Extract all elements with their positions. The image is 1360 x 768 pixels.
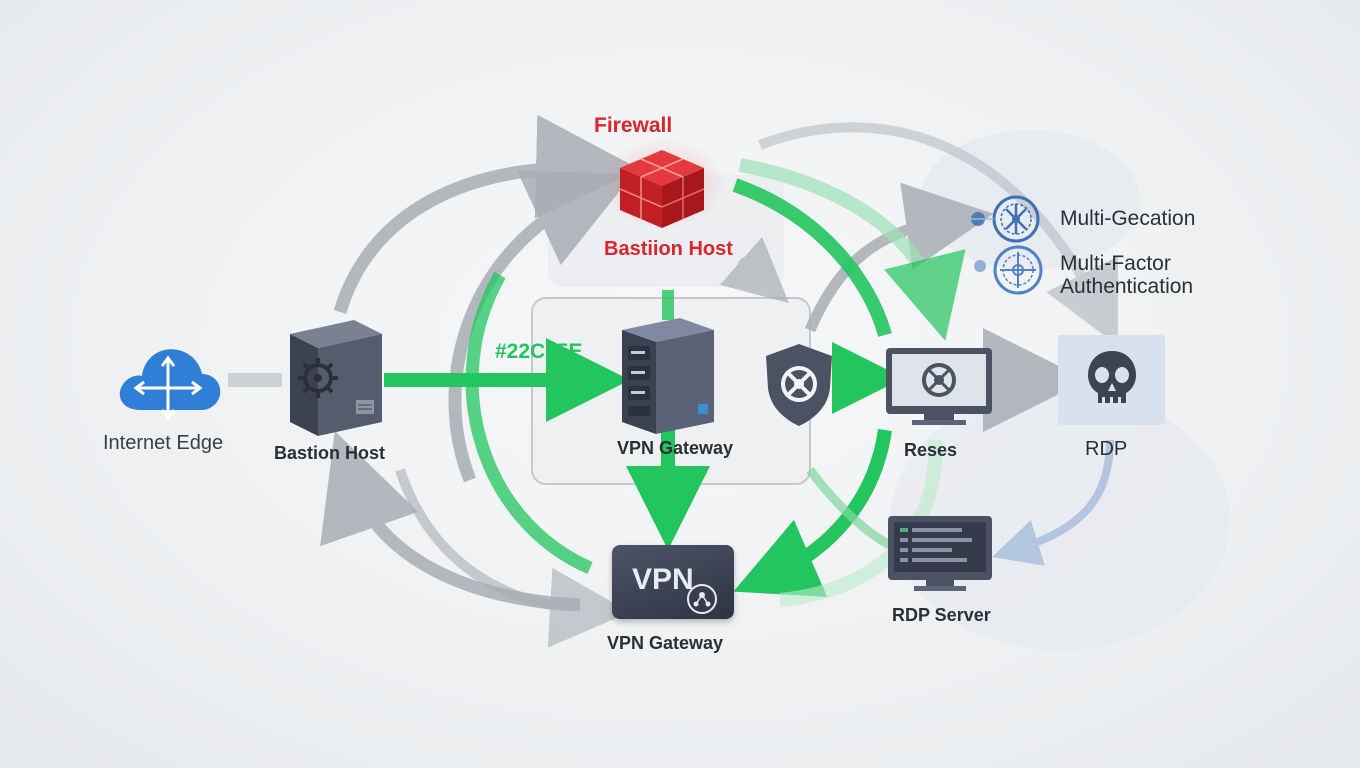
rdp-label: RDP bbox=[1085, 438, 1128, 460]
fingerprint-icon bbox=[968, 195, 1043, 295]
bastion-host-label: Bastion Host bbox=[274, 443, 386, 463]
network-node-icon bbox=[687, 584, 717, 614]
mfa-line1-label: Multi-Factor bbox=[1060, 252, 1171, 275]
arrow-bastion-to-vpn bbox=[395, 468, 630, 648]
arrow-left-green-loop bbox=[465, 271, 593, 574]
mfa-top-label: Multi-Gecation bbox=[1060, 207, 1196, 230]
arrow-to-mfa bbox=[804, 182, 994, 333]
mfa-line2-label: Authentication bbox=[1060, 275, 1194, 298]
internet-edge-label: Internet Edge bbox=[103, 432, 224, 454]
rdp-server-label: RDP Server bbox=[892, 605, 991, 625]
arrow-resources-to-vpn bbox=[733, 428, 892, 597]
arrow-firewall-to-resources bbox=[738, 158, 966, 341]
arrow-rdp-to-server bbox=[992, 439, 1114, 566]
vpn-gateway-bottom-label: VPN Gateway bbox=[607, 633, 724, 653]
monitor-icon bbox=[886, 348, 992, 425]
server-icon bbox=[290, 320, 382, 436]
skull-icon bbox=[1088, 351, 1136, 403]
vpn-badge-text: VPN bbox=[632, 563, 694, 596]
arrow-firewall-down-right bbox=[732, 178, 892, 337]
rdp-server-monitor-icon bbox=[888, 516, 992, 591]
vpn-gateway-center-label: VPN Gateway bbox=[617, 438, 734, 458]
bastion-top-label: Bastiion Host bbox=[604, 238, 733, 260]
rdp-tile bbox=[1058, 335, 1165, 425]
resources-label: Reses bbox=[904, 440, 958, 460]
firewall-label: Firewall bbox=[594, 114, 673, 137]
cloud-icon bbox=[119, 349, 221, 421]
arrow-bastion-to-firewall bbox=[333, 114, 640, 314]
arrow-top-to-rdp bbox=[758, 122, 1118, 346]
hex-code-label: #22C55E bbox=[495, 340, 583, 363]
firewall-icon bbox=[601, 138, 725, 230]
shield-icon bbox=[766, 344, 832, 426]
arrow-left-loop-up bbox=[448, 170, 634, 483]
vpn-gateway-device: VPN bbox=[612, 545, 734, 619]
server-rack-icon bbox=[622, 318, 714, 434]
